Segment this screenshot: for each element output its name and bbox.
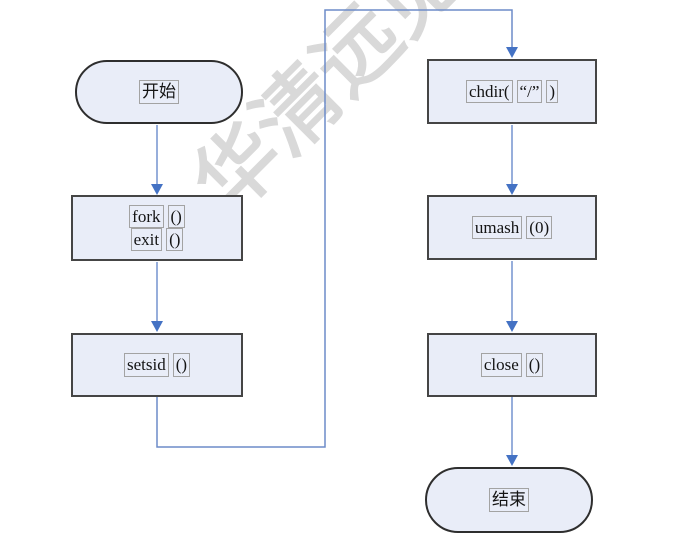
node-setsid-process: setsid() — [71, 333, 243, 397]
node-umash-process: umash(0) — [427, 195, 597, 260]
node-label: exit() — [129, 228, 186, 252]
node-label: fork() — [127, 204, 187, 228]
arrow-start-to-fork — [151, 125, 163, 195]
arrow-close-to-end — [506, 397, 518, 466]
node-end-terminator: 结束 — [425, 467, 593, 533]
node-label: close() — [479, 353, 545, 377]
arrow-umash-to-close — [506, 261, 518, 332]
arrow-fork-to-setsid — [151, 262, 163, 332]
node-chdir-process: chdir(“/”) — [427, 59, 597, 124]
node-label: chdir(“/”) — [464, 79, 560, 104]
node-label: 开始 — [137, 80, 181, 104]
arrow-chdir-to-umash — [506, 125, 518, 195]
connector-setsid-to-chdir — [156, 9, 518, 448]
node-start-terminator: 开始 — [75, 60, 243, 124]
node-fork-exit-process: fork()exit() — [71, 195, 243, 261]
node-label: 结束 — [487, 488, 531, 512]
node-close-process: close() — [427, 333, 597, 397]
node-label: umash(0) — [470, 215, 554, 240]
node-label: setsid() — [122, 353, 192, 377]
